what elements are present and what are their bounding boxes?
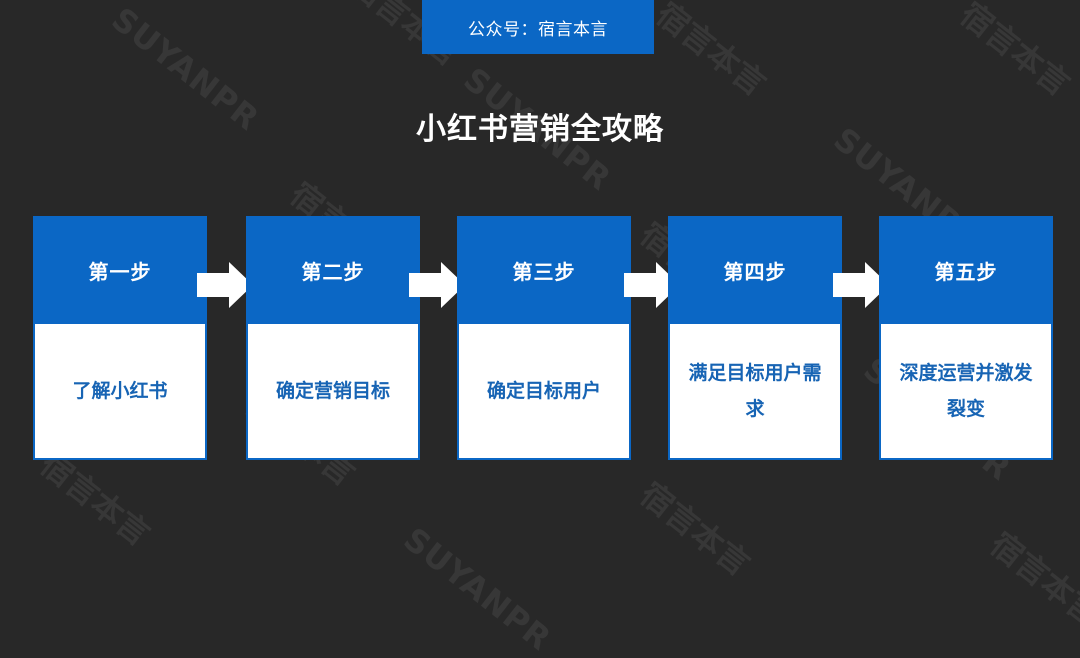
watermark-text: 宿言本言 <box>648 0 774 104</box>
watermark-text: SUYANPR <box>396 520 559 658</box>
step-content-text: 深度运营并激发裂变 <box>899 362 1033 420</box>
step-content: 确定营销目标 <box>246 324 420 460</box>
step-card-1: 第一步 了解小红书 <box>33 216 207 460</box>
step-content-text: 确定营销目标 <box>275 380 390 402</box>
right-arrow-icon <box>197 262 253 308</box>
watermark-text: 宿言本言 <box>952 0 1078 104</box>
step-content: 确定目标用户 <box>457 324 631 460</box>
step-card-5: 第五步 深度运营并激发裂变 <box>879 216 1053 460</box>
right-arrow-icon <box>624 262 680 308</box>
step-card-2: 第二步 确定营销目标 <box>246 216 420 460</box>
step-label: 第四步 <box>668 216 842 324</box>
step-content: 满足目标用户需求 <box>668 324 842 460</box>
step-content: 了解小红书 <box>33 324 207 460</box>
header-badge: 公众号：宿言本言 <box>422 0 654 54</box>
watermark-text: 宿言本言 <box>632 474 758 584</box>
step-label: 第三步 <box>457 216 631 324</box>
step-content-text: 了解小红书 <box>72 380 168 402</box>
header-badge-text: 公众号：宿言本言 <box>468 19 608 40</box>
step-card-4: 第四步 满足目标用户需求 <box>668 216 842 460</box>
page-title: 小红书营销全攻略 <box>416 112 664 147</box>
step-content-text: 确定目标用户 <box>486 380 601 402</box>
step-label: 第一步 <box>33 216 207 324</box>
step-label: 第五步 <box>879 216 1053 324</box>
step-label: 第二步 <box>246 216 420 324</box>
step-content-text: 满足目标用户需求 <box>688 362 822 420</box>
right-arrow-icon <box>409 262 465 308</box>
step-content: 深度运营并激发裂变 <box>879 324 1053 460</box>
right-arrow-icon <box>833 262 889 308</box>
step-card-3: 第三步 确定目标用户 <box>457 216 631 460</box>
watermark-text: 宿言本言 <box>982 524 1080 634</box>
